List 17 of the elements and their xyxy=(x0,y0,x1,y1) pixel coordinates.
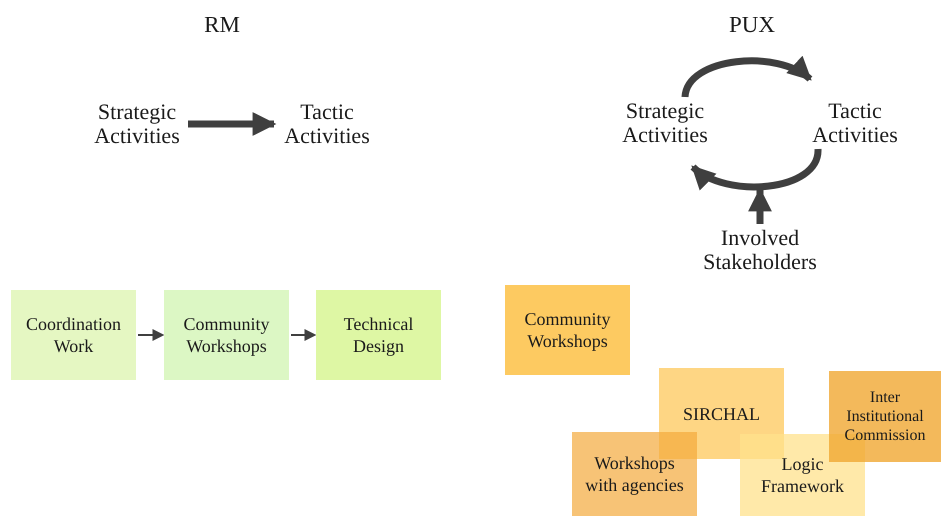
process-box: Community Workshops xyxy=(505,285,630,375)
block-arrow xyxy=(748,188,772,224)
activity-label: Tactic Activities xyxy=(278,100,376,148)
activity-label: Strategic Activities xyxy=(88,100,186,148)
arrow xyxy=(138,329,164,341)
activity-label: Tactic Activities xyxy=(806,99,904,147)
section-heading: PUX xyxy=(729,12,775,38)
activity-label: Involved Stakeholders xyxy=(690,226,830,274)
section-heading: RM xyxy=(204,12,240,38)
activity-label: Strategic Activities xyxy=(616,99,714,147)
process-box: Technical Design xyxy=(316,290,441,380)
process-box: Inter Institutional Commission xyxy=(829,371,941,462)
arrow xyxy=(291,329,316,341)
process-box: Workshops with agencies xyxy=(572,432,697,516)
block-arrow xyxy=(188,112,276,136)
process-box: Community Workshops xyxy=(164,290,289,380)
process-box: Coordination Work xyxy=(11,290,136,380)
